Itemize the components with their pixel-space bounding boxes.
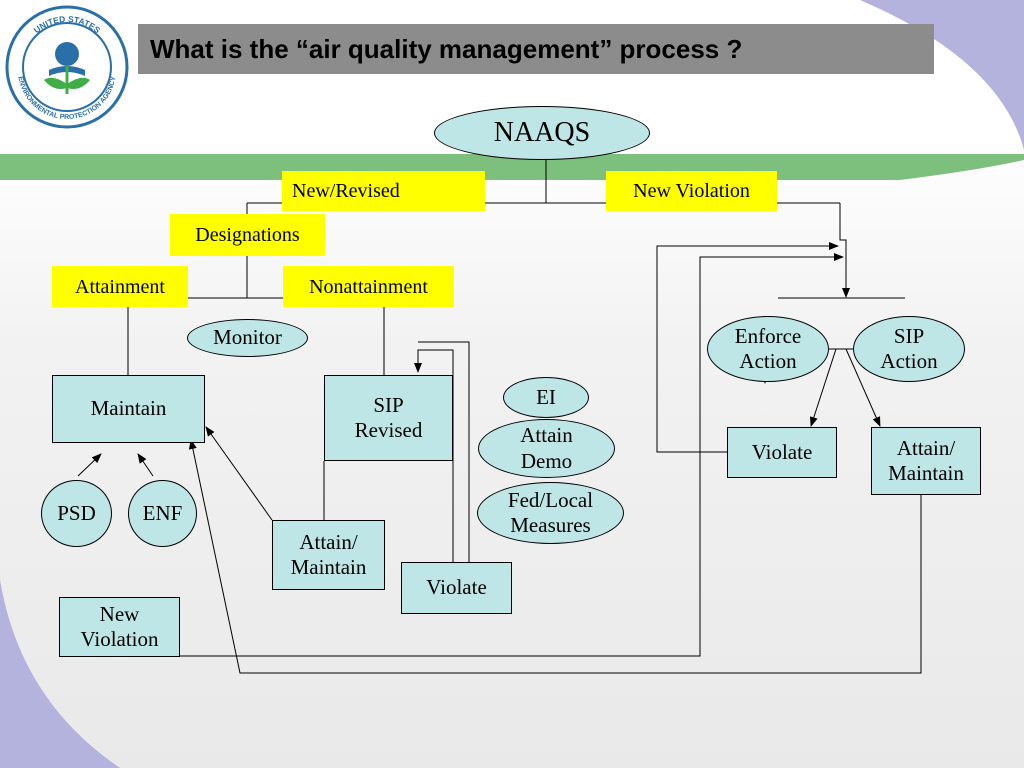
node-maintain: Maintain [52, 375, 205, 443]
arrow-enf-to-maintain [137, 453, 154, 477]
corner-decoration-top-right [860, 0, 1024, 150]
arrow-attain-to-maintain [205, 426, 273, 521]
node-nonattainment: Nonattainment [283, 266, 454, 307]
line-violate-loop-outer [418, 341, 470, 562]
node-psd: PSD [41, 480, 112, 547]
node-ei: EI [503, 377, 589, 418]
line-attain-right-loop [188, 439, 922, 674]
node-designations: Designations [170, 214, 325, 256]
arrow-psd-to-maintain [77, 453, 102, 477]
node-naaqs: NAAQS [434, 106, 650, 160]
node-attain-demo: Attain Demo [478, 419, 615, 478]
node-enf: ENF [128, 480, 197, 547]
node-violate-right: Violate [727, 427, 837, 478]
line-violate-loop-inner [414, 349, 454, 562]
corner-decoration-bottom-left [0, 580, 120, 768]
node-new-revised: New/Revised [282, 171, 485, 211]
node-new-violation-bottom: New Violation [59, 597, 180, 657]
arrow-to-violate-right [809, 348, 837, 427]
node-fed-local-measures: Fed/Local Measures [477, 482, 624, 544]
node-monitor: Monitor [187, 319, 308, 357]
node-attain-maintain-right: Attain/ Maintain [871, 427, 981, 495]
slide-title: What is the “air quality management” pro… [138, 24, 934, 74]
line-to-enforcement-bar [839, 203, 850, 298]
node-sip-revised: SIP Revised [324, 375, 453, 461]
line-new-violation-loop [180, 253, 844, 657]
epa-seal-icon: UNITED STATES ENVIRONMENTAL PROTECTION A… [5, 5, 129, 129]
node-attain-maintain-left: Attain/ Maintain [272, 520, 385, 590]
node-new-violation-top: New Violation [606, 171, 777, 211]
node-violate-left: Violate [401, 562, 512, 614]
node-sip-action: SIP Action [853, 316, 965, 382]
line-violate-right-loop [656, 242, 839, 453]
arrow-to-attain-right [845, 348, 881, 427]
node-attainment: Attainment [52, 266, 188, 307]
node-enforce-action: Enforce Action [707, 316, 829, 382]
